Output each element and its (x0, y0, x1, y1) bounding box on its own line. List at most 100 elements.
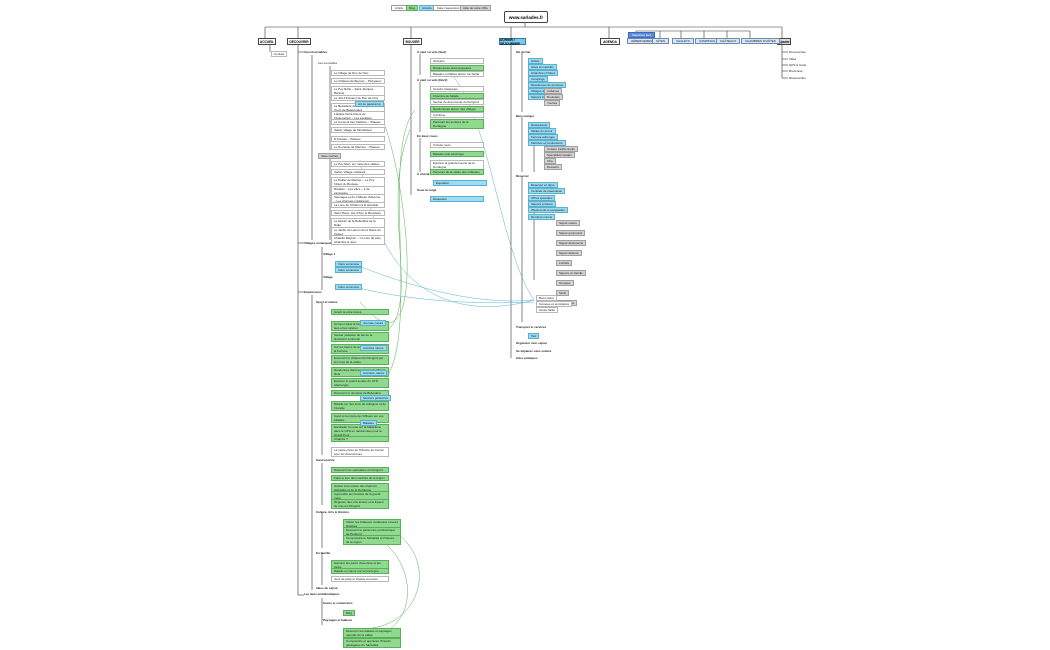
dormir-item[interactable]: Dernière minute (528, 213, 556, 220)
plus-item-0[interactable]: Découvertes (789, 50, 806, 54)
dormir-group[interactable]: Organiser mon séjour (516, 341, 548, 345)
dormir-item[interactable]: Campings (528, 76, 548, 82)
experience-tag[interactable]: Journée nature (360, 320, 387, 326)
bouger-item[interactable]: Grands classiques (430, 86, 484, 92)
bouger-item[interactable]: Randonnées autour des villages (430, 105, 484, 112)
toolbar-item-ascension[interactable]: Faire l'ascensión (433, 5, 464, 11)
dormir-subitem[interactable]: Forfaits (556, 259, 573, 266)
bouger-item[interactable]: Randonnées accompagnées (430, 64, 484, 71)
experience-group[interactable]: Culture, Arts & Histoire (316, 510, 350, 514)
decouvrir-villages[interactable]: Villages remarquables (304, 241, 336, 245)
dormir-item[interactable]: Marchés et producteurs (528, 140, 566, 146)
dormir-menu-0[interactable]: Séjourner tout (628, 32, 655, 38)
accueil-contact[interactable]: Contact (271, 51, 288, 57)
dormir-group[interactable]: Réserver (516, 174, 529, 178)
bouger-item[interactable]: Parcourir les sentiers de la Dordogne (430, 118, 484, 129)
dormir-subitem[interactable]: Vins (544, 158, 556, 164)
dormir-group[interactable]: Infos pratiques (516, 356, 538, 360)
lieux-b[interactable]: Paysages et falaises (323, 618, 353, 622)
lieux-b-1[interactable]: Comprendre et apprécier l'histoire géolo… (343, 638, 401, 648)
bouger-item[interactable]: Cyclisme (430, 112, 484, 118)
section-decouvrir[interactable]: DÉCOUVRIR (287, 38, 311, 45)
dormir-menu-3[interactable]: CHALETS (672, 38, 694, 44)
experience-item[interactable]: Découvrir le château du Périgord par les… (331, 355, 389, 365)
village-2-commune-0[interactable]: Votre commune (335, 284, 363, 290)
site-cache-item[interactable]: Le Puy Mort, sur route des vallées (331, 161, 385, 167)
dormir-item[interactable]: Restaurants (528, 122, 551, 128)
bouger-item[interactable]: Balades vélo électrique (430, 151, 484, 157)
bouger-item[interactable]: Chemins de balade (430, 92, 484, 99)
merveille-item[interactable]: Le Village de Roc de Clos (331, 70, 385, 76)
dormir-menu-2[interactable]: GÎTES (652, 38, 670, 44)
experience-tag[interactable]: Aventure nature (360, 370, 388, 376)
bouger-item[interactable]: Circuits moto (430, 142, 484, 148)
experience-group[interactable]: Idées de séjour (316, 586, 338, 590)
dormir-item[interactable]: Gîtes et meublés (528, 64, 557, 70)
merveille-item[interactable]: Le Domaine de Marinier – Plateau (331, 143, 385, 150)
toolbar-item-blog[interactable]: Blog (406, 5, 419, 11)
bouger-group[interactable]: Sous la neige (417, 188, 437, 192)
merveille-item[interactable]: D'Aristote – Plateau (331, 135, 385, 142)
dormir-item[interactable]: Offres spéciales (528, 194, 556, 201)
experience-group[interactable]: Sport et nature (316, 300, 338, 304)
dormir-item[interactable]: Fermes-auberges (528, 134, 558, 140)
site-cache-item[interactable]: Saint Plaux, site d'Issy et Bertelette (331, 210, 385, 217)
experience-tag[interactable]: Sentiers pédestres (360, 395, 392, 401)
merveille-item[interactable]: Le Couvent des Célibres – Plateau (331, 119, 385, 126)
experience-tag[interactable]: Activités nature (360, 345, 387, 351)
decouvrir-incontournables[interactable]: Incontournables (304, 50, 328, 54)
dormir-group[interactable]: Se déplacer sans voiture (516, 349, 552, 353)
toolbar-item-aide[interactable]: Aide de cette Offre (460, 5, 491, 11)
merveille-item[interactable]: Le Château de Beynac – Périgueux (331, 78, 385, 85)
toolbar-item-article[interactable]: Article (391, 5, 408, 11)
plus-item-4[interactable]: Réserver/En (789, 76, 806, 80)
experience-item[interactable]: Comprendre le Sarladais et l'histoire de… (343, 535, 401, 545)
dormir-subitem[interactable]: Spécialités locales (544, 152, 575, 158)
dormir-subitem[interactable]: Séjour nature (556, 219, 581, 226)
decouvrir-lieux[interactable]: Les lieux emblématiques (304, 592, 340, 596)
dormir-item[interactable]: Séjours à thème (528, 200, 556, 207)
site-cache-item[interactable]: La Lune de St Rémi à la Gamelle (331, 202, 385, 208)
village-1-commune-1[interactable]: Votre commune (335, 267, 363, 273)
dormir-group[interactable]: Transport et services (516, 325, 547, 329)
bouger-group[interactable]: À pied ou vélo (Nord) (417, 78, 448, 82)
bouger-item[interactable]: Raquettes (430, 196, 484, 202)
dormir-menu-6[interactable]: CHAMBRES D'HÔTES (741, 38, 780, 44)
section-bouger[interactable]: BOUGER (403, 38, 422, 45)
experience-item[interactable]: Déguster des vins locaux et la liqueur d… (331, 499, 389, 509)
experience-item[interactable]: Balade sur des lieux de Aubignac et de l… (331, 401, 389, 411)
dormir-subitem[interactable]: Tarifs (556, 289, 570, 296)
root-node[interactable]: www.sarlades.fr (504, 11, 548, 23)
dormir-group[interactable]: Bien manger (516, 114, 535, 118)
section-dormir[interactable]: DORMIR / SÉJOURNER (499, 38, 526, 46)
experience-group[interactable]: En famille (316, 551, 331, 555)
section-agenda[interactable]: AGENDA (600, 38, 620, 45)
bouger-item[interactable]: Sentier de découverte du Périgord (430, 99, 484, 105)
experience-item[interactable]: Faire le tour des marchés de la région (331, 475, 389, 481)
dormir-item[interactable]: Centrale de réservation (528, 188, 566, 195)
dormir-item[interactable]: Tables du terroir (528, 128, 556, 134)
dormir-item[interactable]: Taxi (528, 333, 540, 339)
dormir-subitem[interactable]: Cuisine traditionnelle (544, 146, 578, 152)
experience-item[interactable]: Balade en canoë sur la Dordogne (331, 568, 389, 574)
dormir-item[interactable]: Résidences de tourisme (528, 82, 567, 88)
lieux-a-blog[interactable]: Blog (343, 610, 356, 616)
bouger-item[interactable]: Équitation (433, 180, 487, 186)
section-accueil[interactable]: ACCUEIL (258, 38, 276, 45)
lieux-a[interactable]: Caves et souterrains (323, 601, 353, 605)
plus-item-3[interactable]: Brochures (789, 69, 803, 73)
experience-item[interactable]: Explorer le grand sentier du GTR Abertur… (331, 378, 389, 388)
dormir-menu-5[interactable]: CHÂTEAUX (716, 38, 741, 44)
dormir-item[interactable]: Week-ends et escapades (528, 207, 568, 214)
decouvrir-experiences[interactable]: Expériences (304, 290, 322, 294)
bouger-group[interactable]: À cheval (417, 172, 430, 176)
bouger-item[interactable]: Itinéraire (430, 58, 484, 64)
dormir-subitem[interactable]: Séjour détente (556, 249, 582, 256)
experience-group[interactable]: Gastronomie (316, 458, 335, 462)
experience-tag[interactable]: Balades (360, 420, 377, 426)
dormir-mid-item[interactable]: Groupes et séminaires (536, 301, 573, 307)
dormir-subitem[interactable]: Desserts (544, 164, 562, 170)
dormir-mid-item[interactable]: Accès facile (536, 307, 559, 313)
plus-item-2[interactable]: GPS & Carte (789, 63, 807, 67)
experience-note[interactable]: Jeux de piste et chasse au trésor (331, 576, 389, 582)
